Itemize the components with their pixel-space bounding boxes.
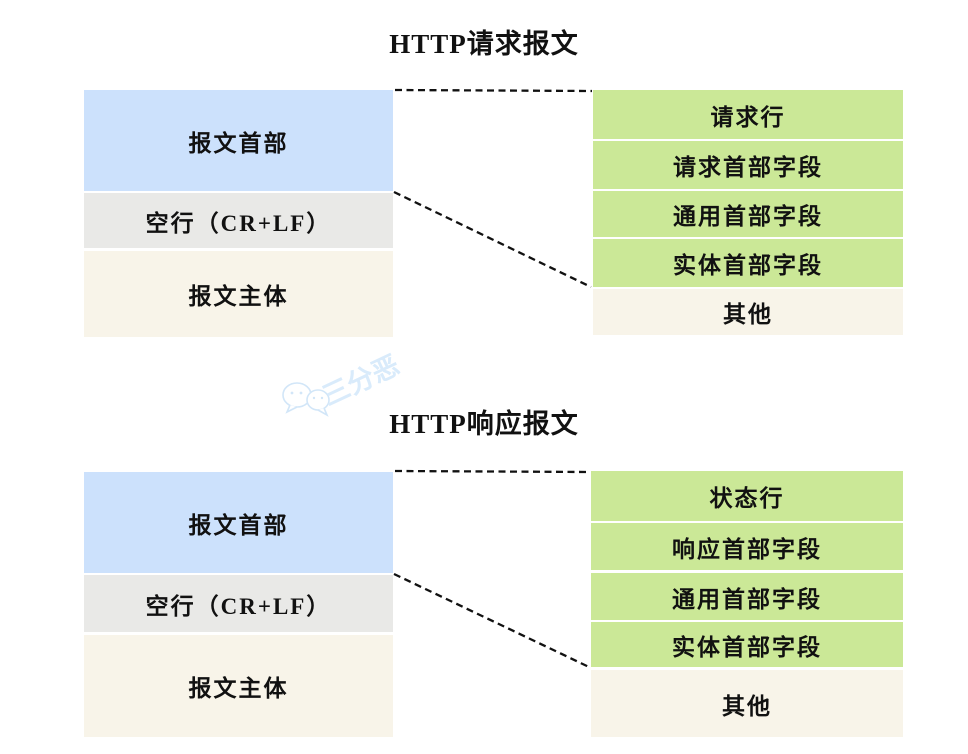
wechat-icon: [282, 382, 330, 417]
general-header-fields-box-2: 通用首部字段: [591, 573, 903, 620]
request-bottom-connector-line: [393, 190, 592, 289]
request-left-stack: 报文首部 空行（CR+LF） 报文主体: [84, 90, 393, 337]
request-diagram-title: HTTP请求报文: [389, 29, 579, 59]
response-diagram-title: HTTP响应报文: [389, 409, 579, 439]
status-line-box: 状态行: [591, 471, 903, 521]
request-top-connector-line: [394, 88, 593, 93]
request-header-fields-box: 请求首部字段: [593, 141, 903, 189]
request-blank-line-box: 空行（CR+LF）: [84, 193, 393, 248]
general-header-fields-box: 通用首部字段: [593, 191, 903, 237]
other-fields-box-2: 其他: [591, 670, 903, 737]
response-message-header-box: 报文首部: [84, 472, 393, 573]
response-bottom-connector-line: [393, 572, 590, 669]
response-right-stack: 状态行 响应首部字段 通用首部字段 实体首部字段 其他: [591, 471, 903, 737]
response-header-fields-box: 响应首部字段: [591, 523, 903, 570]
response-left-stack: 报文首部 空行（CR+LF） 报文主体: [84, 472, 393, 737]
watermark: 三分恶: [282, 350, 404, 417]
entity-header-fields-box-2: 实体首部字段: [591, 622, 903, 667]
other-fields-box: 其他: [593, 289, 903, 335]
response-top-connector-line: [394, 469, 591, 474]
response-blank-line-box: 空行（CR+LF）: [84, 575, 393, 632]
request-right-stack: 请求行 请求首部字段 通用首部字段 实体首部字段 其他: [593, 90, 903, 335]
entity-header-fields-box: 实体首部字段: [593, 239, 903, 287]
request-message-body-box: 报文主体: [84, 251, 393, 337]
response-message-body-box: 报文主体: [84, 635, 393, 737]
watermark-text: 三分恶: [318, 350, 404, 411]
request-line-box: 请求行: [593, 90, 903, 139]
request-message-header-box: 报文首部: [84, 90, 393, 191]
